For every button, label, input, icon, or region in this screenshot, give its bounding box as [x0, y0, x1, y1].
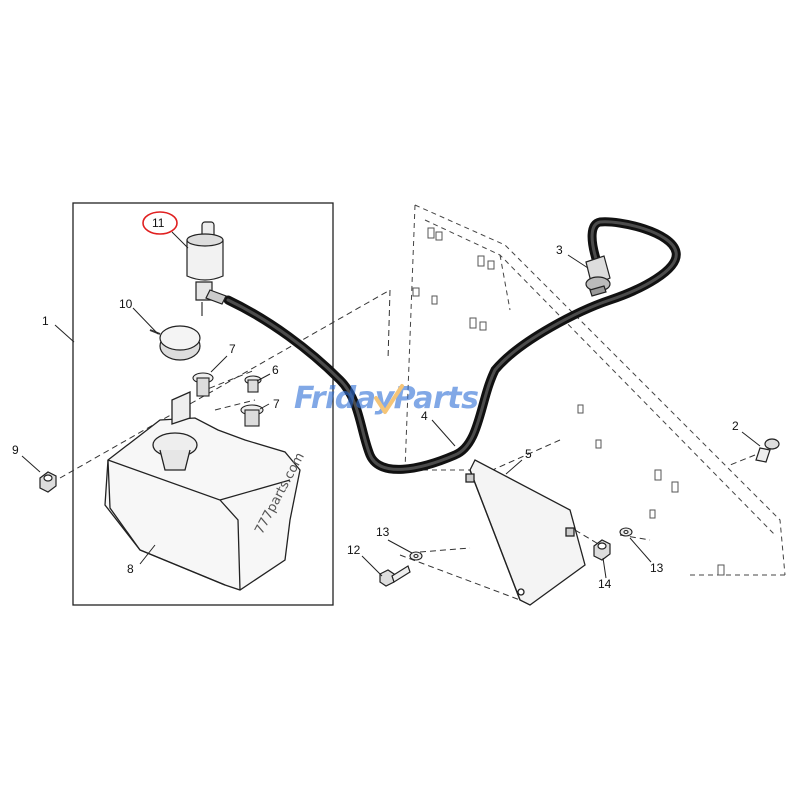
callout-9: 9: [12, 443, 19, 457]
washer-part-13: [619, 527, 633, 537]
callout-1: 1: [42, 314, 49, 328]
callout-10: 10: [119, 297, 133, 311]
callout-2: 2: [732, 419, 739, 433]
callout-leaders: [21, 231, 761, 579]
tank-cap-part: [149, 325, 201, 361]
callout-13: 13: [376, 525, 390, 539]
washer-hose: [223, 217, 681, 474]
svg-text:FridayParts: FridayParts: [294, 381, 478, 416]
callout-4: 4: [421, 409, 428, 423]
grommet-part: [192, 372, 214, 397]
watermark-brand-part2: Parts: [394, 381, 479, 416]
callout-8: 8: [127, 562, 134, 576]
nozzle-part: [585, 255, 611, 297]
grommet-part: [244, 375, 262, 393]
callout-13: 13: [650, 561, 664, 575]
washer-pump-part: [186, 221, 227, 316]
mounting-bracket: [465, 459, 586, 606]
highlight-circle: [142, 211, 178, 235]
grommet-part: [240, 404, 264, 427]
bolt-part-12: [379, 565, 411, 587]
watermark-checkmark-icon: [374, 384, 404, 414]
callout-7: 7: [273, 397, 280, 411]
brand-watermark: FridayParts: [294, 381, 479, 416]
callout-6: 6: [272, 363, 279, 377]
watermark-brand-part1: Friday: [294, 381, 396, 416]
mounting-panel: [404, 204, 786, 576]
callout-11: 11: [152, 216, 165, 230]
callout-14: 14: [598, 577, 612, 591]
nut-part-14: [593, 539, 611, 561]
washer-part-13: [409, 551, 423, 561]
reservoir-tank: [104, 390, 301, 591]
nut-part-9: [39, 471, 57, 493]
callout-5: 5: [525, 447, 532, 461]
inset-frame: [72, 202, 334, 606]
callout-12: 12: [347, 543, 361, 557]
callout-7: 7: [229, 342, 236, 356]
callout-3: 3: [556, 243, 563, 257]
panel-slots: [412, 227, 725, 576]
screw-part-2: [755, 438, 780, 463]
